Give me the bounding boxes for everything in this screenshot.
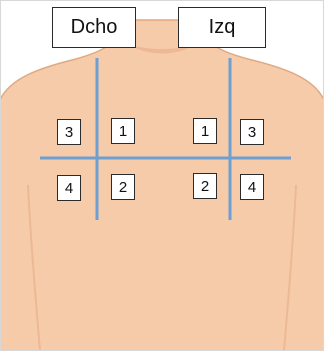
zone-right-upper-medial: 1 — [111, 118, 135, 144]
zone-right-lower-lateral: 4 — [57, 175, 81, 201]
left-side-label: Izq — [178, 7, 266, 48]
zone-right-lower-medial: 2 — [111, 174, 135, 200]
zone-left-upper-medial: 1 — [193, 118, 217, 144]
zone-left-upper-lateral: 3 — [240, 119, 264, 145]
zone-right-upper-lateral: 3 — [57, 119, 81, 145]
right-side-label: Dcho — [52, 7, 136, 48]
zone-left-lower-lateral: 4 — [240, 174, 264, 200]
zone-left-lower-medial: 2 — [193, 173, 217, 199]
